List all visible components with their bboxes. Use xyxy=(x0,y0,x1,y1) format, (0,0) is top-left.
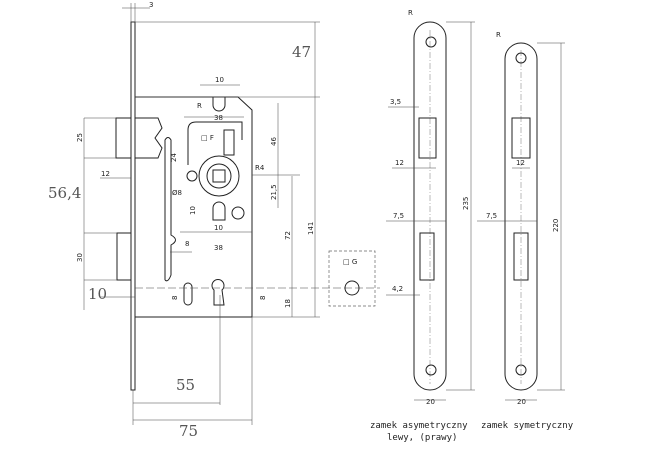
dim-8a: 8 xyxy=(185,240,189,248)
dim-46: 46 xyxy=(270,137,278,146)
hole-8 xyxy=(186,170,198,182)
follower-hub xyxy=(198,155,240,197)
dim-235: 235 xyxy=(462,197,470,210)
dim-56-4: 56,4 xyxy=(48,184,81,202)
dim-38-low: 38 xyxy=(214,244,223,252)
dim-10: 10 xyxy=(88,285,107,303)
slot-channel xyxy=(164,137,176,282)
plate-symmetric xyxy=(504,42,538,391)
screw-hole-top xyxy=(515,52,527,64)
dim-12-sym: 12 xyxy=(516,159,525,167)
dim-75: 75 xyxy=(179,422,198,440)
dim-8c: 8 xyxy=(259,296,267,300)
latch-bolt xyxy=(115,117,163,159)
dead-bolt xyxy=(116,232,132,281)
dim-21-5: 21,5 xyxy=(270,184,278,200)
dim-8b: 8 xyxy=(171,296,179,300)
faceplate xyxy=(130,21,136,391)
dim-4-2: 4,2 xyxy=(392,285,403,293)
lever-slot xyxy=(223,129,235,156)
screw-hole-bottom xyxy=(515,364,527,376)
dim-30: 30 xyxy=(76,253,84,262)
latch-opening xyxy=(511,117,531,159)
dim-20-sym: 20 xyxy=(517,398,526,406)
dim-47: 47 xyxy=(292,43,311,61)
dim-72: 72 xyxy=(284,231,292,240)
dim-20-asym: 20 xyxy=(426,398,435,406)
dim-7-5-asym: 7,5 xyxy=(393,212,404,220)
dim-3: 3 xyxy=(149,1,153,9)
dim-12: 12 xyxy=(101,170,110,178)
latch-opening xyxy=(418,117,437,159)
mid-slot xyxy=(212,201,226,221)
caption-symmetric: zamek symetryczny xyxy=(481,421,574,431)
top-slot xyxy=(212,97,226,112)
caption-asymmetric: zamek asymetryczny xyxy=(370,421,468,431)
caption-asymmetric-side: lewy, (prawy) xyxy=(387,433,457,443)
follower-square xyxy=(212,169,226,183)
dim-f: □ F xyxy=(201,134,214,142)
follower-ring xyxy=(206,163,232,189)
screw-hole-top xyxy=(425,36,437,48)
cylinder-g-hub xyxy=(344,280,360,296)
dim-38-top: 38 xyxy=(214,114,223,122)
dim-r-sym: R xyxy=(496,31,501,39)
dim-r4: R4 xyxy=(255,164,265,172)
dim-220: 220 xyxy=(552,219,560,232)
dim-7-5-sym: 7,5 xyxy=(486,212,497,220)
dim-141: 141 xyxy=(307,222,315,235)
dim-10-mid: 10 xyxy=(189,206,197,215)
dim-55: 55 xyxy=(176,376,195,394)
dim-3-5: 3,5 xyxy=(390,98,401,106)
keyhole xyxy=(211,279,225,306)
cylinder-g-box xyxy=(328,250,376,307)
spring-arm xyxy=(187,121,243,165)
bolt-opening xyxy=(513,232,529,281)
dim-10-h: 10 xyxy=(214,224,223,232)
oval-hole xyxy=(183,282,193,306)
dim-25: 25 xyxy=(76,133,84,142)
screw-icon xyxy=(231,206,245,220)
dim-24: 24 xyxy=(170,153,178,162)
dim-r-asym: R xyxy=(408,9,413,17)
dim-dia8: Ø8 xyxy=(172,189,182,197)
screw-hole-bottom xyxy=(425,364,437,376)
dim-10-top: 10 xyxy=(215,76,224,84)
dim-12-asym: 12 xyxy=(395,159,404,167)
plate-asymmetric xyxy=(413,21,447,391)
bolt-opening xyxy=(419,232,435,281)
dim-g: □ G xyxy=(343,258,357,266)
dimension-lines xyxy=(83,3,320,425)
dim-18: 18 xyxy=(284,299,292,308)
dim-r: R xyxy=(197,102,202,110)
